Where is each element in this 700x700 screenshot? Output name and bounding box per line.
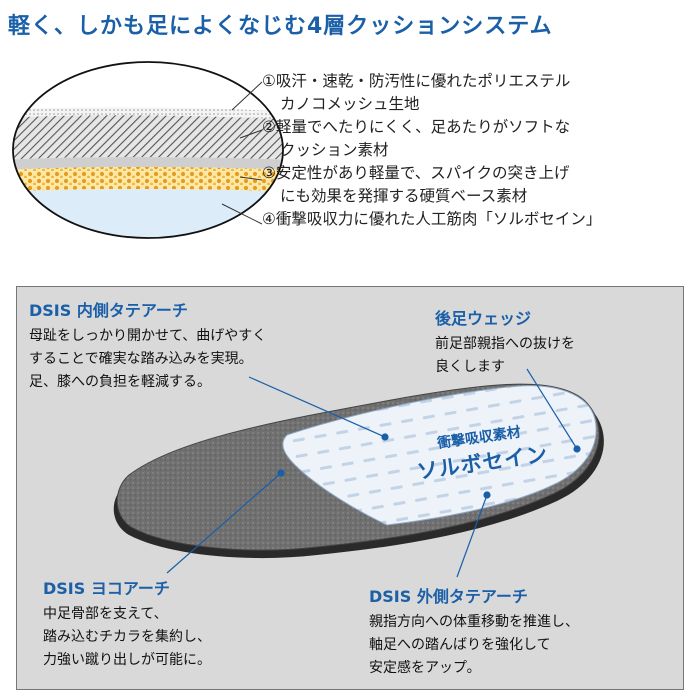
layer-description-list: ①吸汗・速乾・防汚性に優れたポリエステル カノコメッシュ生地 ②軽量でへたりにく… xyxy=(262,70,601,231)
page-title: 軽く、しかも足によくなじむ4層クッションシステム xyxy=(8,14,553,39)
layer-1-line-1: ①吸汗・速乾・防汚性に優れたポリエステル xyxy=(262,72,571,90)
transverse-arch-heading: DSIS ヨコアーチ xyxy=(43,579,170,598)
layer-4-line-1: ④衝撃吸収力に優れた人工筋肉「ソルボセイン」 xyxy=(262,210,602,228)
layer-2-line-2: クッション素材 xyxy=(280,141,389,159)
outer-arch-heading: DSIS 外側タテアーチ xyxy=(369,587,528,606)
callout-heel-wedge: 後足ウェッジ 前足部親指への抜けを 良くします xyxy=(435,305,575,379)
heel-wedge-heading: 後足ウェッジ xyxy=(435,309,532,328)
inner-arch-line: 足、膝への負担を軽減する。 xyxy=(29,374,211,390)
layer-1-line-2: カノコメッシュ生地 xyxy=(280,95,420,113)
heel-wedge-line: 前足部親指への抜けを xyxy=(435,336,575,352)
insole-panel: 衝撃吸収素材 ソルボセイン DSIS 内側タテアーチ 母趾をしっかり開かせて、曲… xyxy=(16,286,684,690)
outer-arch-line: 親指方向への体重移動を推進し、 xyxy=(369,614,579,630)
layer-3-line-2: にも効果を発揮する硬質ベース素材 xyxy=(280,187,528,205)
outer-arch-line: 安定感をアップ。 xyxy=(369,660,481,676)
transverse-arch-line: 踏み込むチカラを集約し、 xyxy=(43,629,211,645)
layer-2-line-1: ②軽量でへたりにくく、足あたりがソフトな xyxy=(262,118,571,136)
sorbothane-area xyxy=(282,385,597,526)
inner-arch-line: 母趾をしっかり開かせて、曲げやすく xyxy=(29,328,267,344)
cushion-layer xyxy=(13,115,283,160)
base-layer xyxy=(13,167,283,192)
mesh-layer xyxy=(13,107,283,120)
insole-illustration xyxy=(113,368,604,578)
layer-cross-section xyxy=(12,61,284,239)
inner-arch-line: することで確実な踏み込みを実現。 xyxy=(29,351,253,367)
callout-outer-arch: DSIS 外側タテアーチ 親指方向への体重移動を推進し、 軸足への踏んばりを強化… xyxy=(369,583,579,680)
callout-transverse-arch: DSIS ヨコアーチ 中足骨部を支えて、 踏み込むチカラを集約し、 力強い蹴り出… xyxy=(43,575,211,672)
heel-wedge-line: 良くします xyxy=(435,359,505,375)
callout-inner-arch: DSIS 内側タテアーチ 母趾をしっかり開かせて、曲げやすく することで確実な踏… xyxy=(29,297,266,394)
layer-3-line-1: ③安定性があり軽量で、スパイクの突き上げ xyxy=(262,164,570,182)
inner-arch-heading: DSIS 内側タテアーチ xyxy=(29,301,188,320)
outer-arch-line: 軸足への踏んばりを強化して xyxy=(369,637,551,653)
transverse-arch-line: 中足骨部を支えて、 xyxy=(43,606,168,622)
transverse-arch-line: 力強い蹴り出しが可能に。 xyxy=(43,652,211,668)
